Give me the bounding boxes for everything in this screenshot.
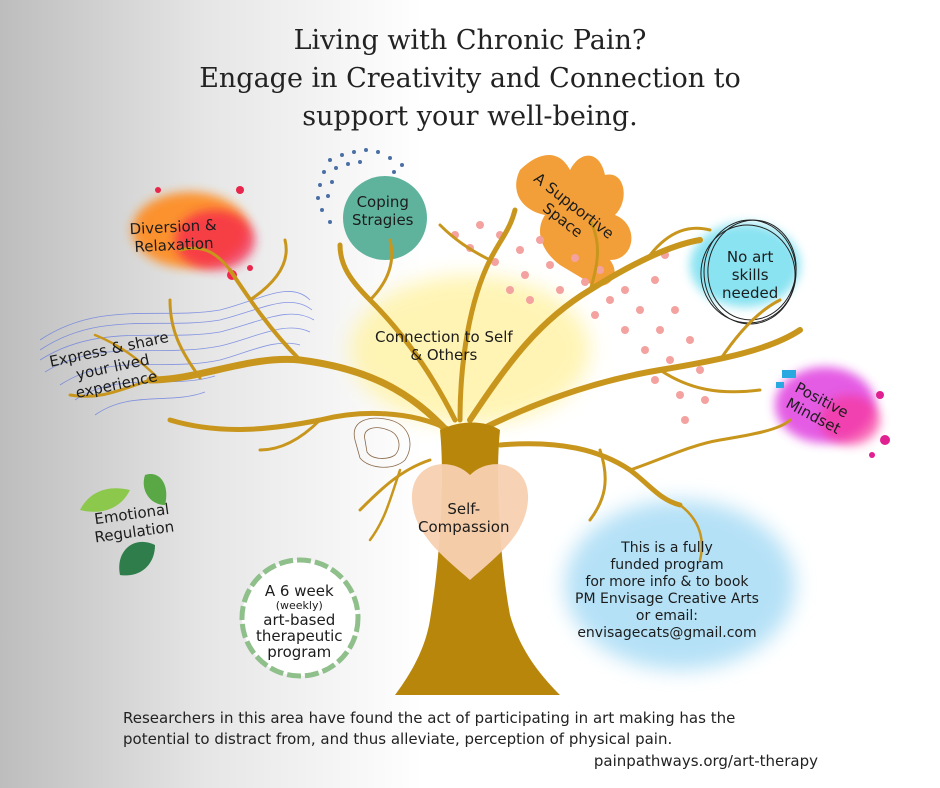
label-self-compassion: Self- Compassion bbox=[418, 500, 510, 536]
page-title: Living with Chronic Pain? Engage in Crea… bbox=[0, 22, 940, 136]
label-diversion: Diversion & Relaxation bbox=[129, 215, 218, 257]
label-program: A 6 week (weekly) art-based therapeutic … bbox=[256, 582, 343, 661]
title-line-3: support your well-being. bbox=[302, 101, 638, 132]
tree-branches bbox=[68, 207, 803, 562]
contour-lines bbox=[353, 417, 411, 468]
footer-text: Researchers in this area have found the … bbox=[123, 709, 736, 748]
coping-dots bbox=[316, 148, 404, 224]
pink-dots bbox=[451, 221, 709, 424]
no-art-wash bbox=[690, 223, 800, 307]
label-coping: Coping Stragies bbox=[352, 193, 414, 229]
diversion-splash bbox=[132, 186, 255, 280]
contact-email[interactable]: envisagecats@gmail.com bbox=[577, 625, 757, 641]
coping-circle bbox=[343, 176, 427, 260]
title-line-1: Living with Chronic Pain? bbox=[293, 25, 647, 56]
positive-splash bbox=[775, 367, 890, 458]
label-funded: This is a fully funded program for more … bbox=[575, 540, 759, 641]
connection-wash bbox=[350, 275, 590, 425]
heart-shape bbox=[411, 464, 529, 580]
funded-wash bbox=[565, 500, 795, 670]
label-no-art: No art skills needed bbox=[722, 248, 779, 302]
express-waves bbox=[39, 291, 315, 416]
label-connection: Connection to Self & Others bbox=[375, 328, 513, 364]
title-line-2: Engage in Creativity and Connection to bbox=[199, 63, 741, 94]
source-url[interactable]: painpathways.org/art-therapy bbox=[593, 752, 818, 770]
supportive-leaf bbox=[516, 155, 632, 287]
green-leaves bbox=[80, 474, 167, 576]
program-badge bbox=[239, 557, 361, 679]
